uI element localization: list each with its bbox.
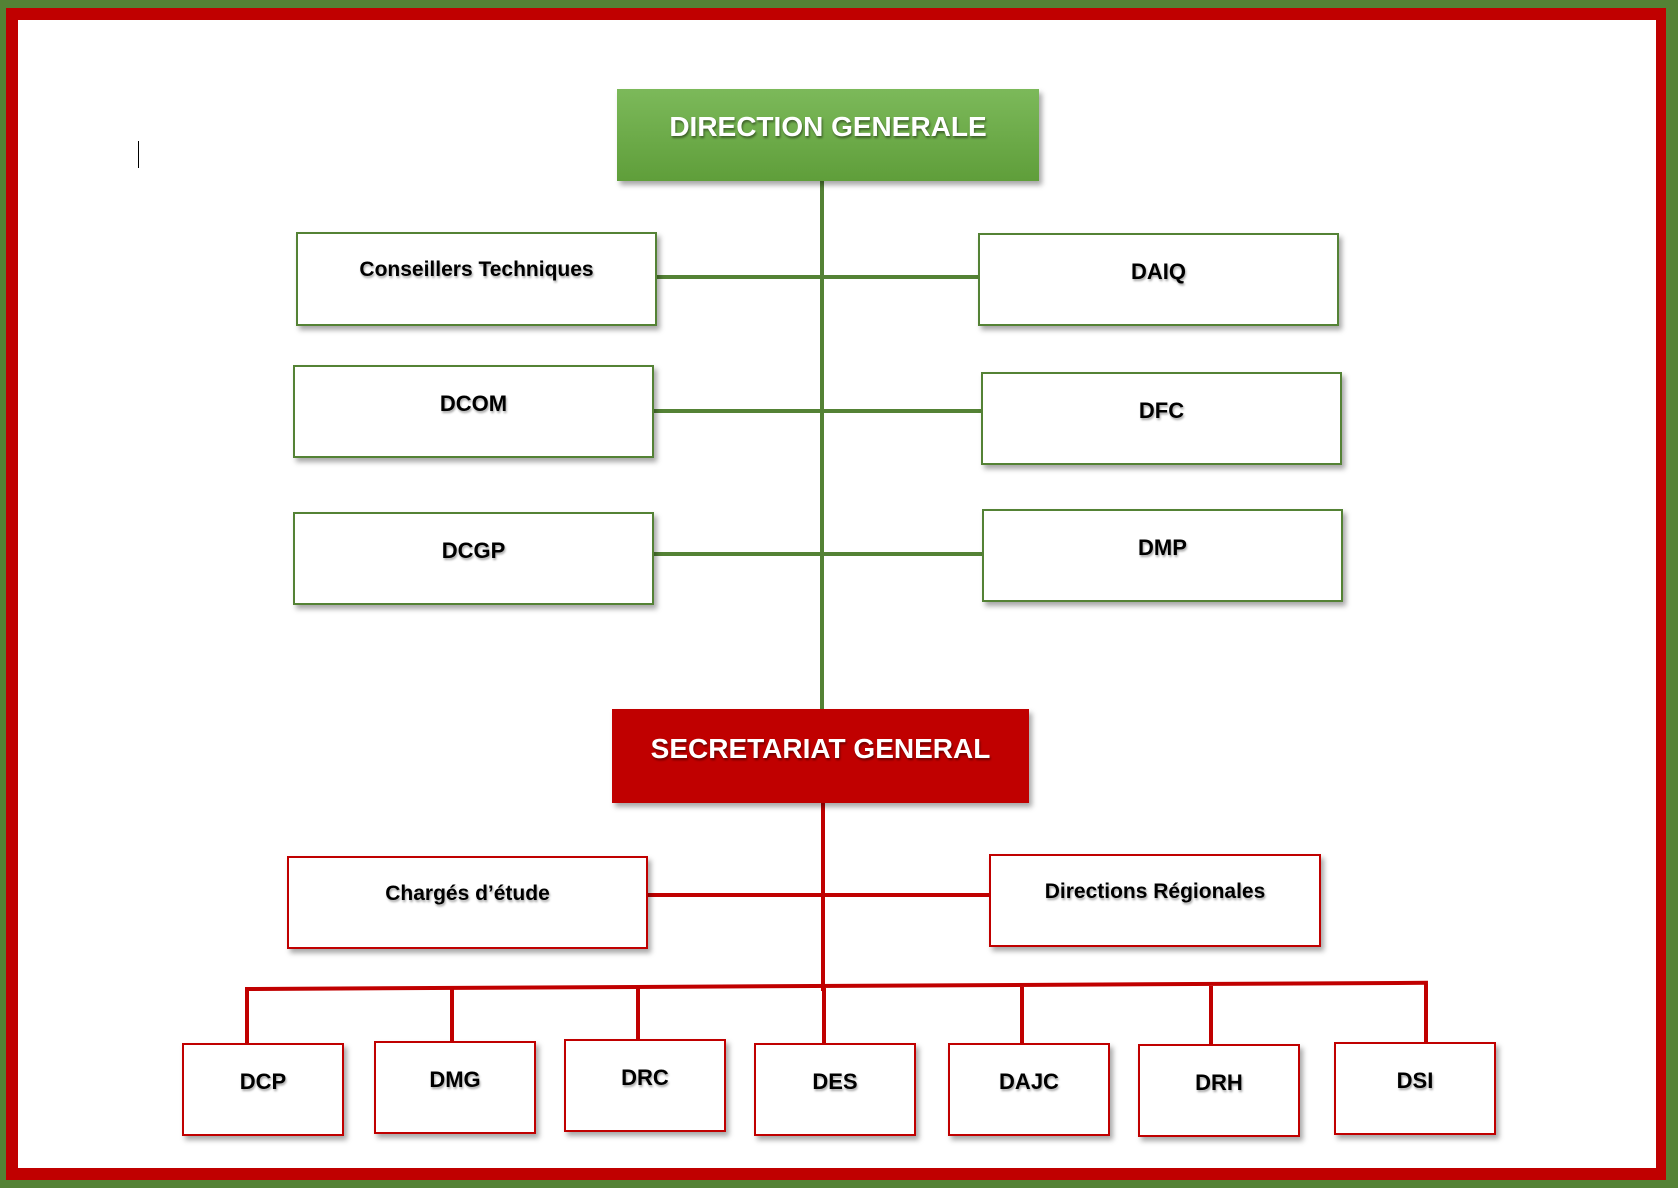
direction-generale-box[interactable]: DIRECTION GENERALE	[617, 89, 1039, 181]
directions-regionales-box[interactable]: Directions Régionales	[989, 854, 1321, 947]
dept-box-drc[interactable]: DRC	[564, 1039, 726, 1132]
dept-label: DRC	[621, 1065, 669, 1090]
drop-des	[822, 988, 826, 1043]
dept-label: DAJC	[999, 1069, 1059, 1094]
connector-secretariat-side	[648, 893, 989, 897]
connector-trunk-red	[821, 803, 825, 991]
directions-regionales-label: Directions Régionales	[1044, 880, 1266, 903]
direction-generale-label: DIRECTION GENERALE	[669, 111, 987, 142]
secretariat-general-label: SECRETARIAT GENERAL	[650, 733, 991, 764]
connector-trunk-green	[820, 181, 824, 710]
dept-label: DMG	[429, 1067, 481, 1092]
charges-etude-box[interactable]: Chargés d’étude	[287, 856, 648, 949]
dfc-box[interactable]: DFC	[981, 372, 1342, 465]
dept-box-des[interactable]: DES	[754, 1043, 916, 1136]
drop-drc	[636, 988, 640, 1039]
drop-drh	[1209, 986, 1213, 1044]
charges-etude-label: Chargés d’étude	[385, 882, 550, 905]
dept-label: DES	[812, 1069, 858, 1094]
dept-box-dajc[interactable]: DAJC	[948, 1043, 1110, 1136]
secretariat-general-box[interactable]: SECRETARIAT GENERAL	[612, 709, 1029, 803]
drop-dsi	[1424, 984, 1428, 1042]
daiq-label: DAIQ	[1131, 259, 1186, 284]
dcgp-box[interactable]: DCGP	[293, 512, 654, 605]
connector-row1	[657, 275, 978, 279]
drop-dajc	[1020, 987, 1024, 1043]
dmp-label: DMP	[1138, 535, 1187, 560]
document-canvas	[18, 20, 1656, 1168]
dept-box-dcp[interactable]: DCP	[182, 1043, 344, 1136]
text-cursor	[138, 141, 139, 168]
drop-dmg	[450, 989, 454, 1041]
dept-box-dmg[interactable]: DMG	[374, 1041, 536, 1134]
drop-dcp	[245, 990, 249, 1043]
dcom-box[interactable]: DCOM	[293, 365, 654, 458]
dept-label: DSI	[1396, 1068, 1434, 1093]
conseillers-techniques-label: Conseillers Techniques	[359, 258, 594, 281]
dfc-label: DFC	[1138, 398, 1185, 423]
dcgp-label: DCGP	[441, 538, 506, 563]
dmp-box[interactable]: DMP	[982, 509, 1343, 602]
dept-box-drh[interactable]: DRH	[1138, 1044, 1300, 1137]
dept-label: DRH	[1195, 1070, 1243, 1095]
connector-row3	[654, 552, 982, 556]
dept-box-dsi[interactable]: DSI	[1334, 1042, 1496, 1135]
conseillers-techniques-box[interactable]: Conseillers Techniques	[296, 232, 657, 326]
dcom-label: DCOM	[439, 391, 508, 416]
connector-row2	[654, 409, 981, 413]
dept-label: DCP	[239, 1069, 287, 1094]
daiq-box[interactable]: DAIQ	[978, 233, 1339, 326]
